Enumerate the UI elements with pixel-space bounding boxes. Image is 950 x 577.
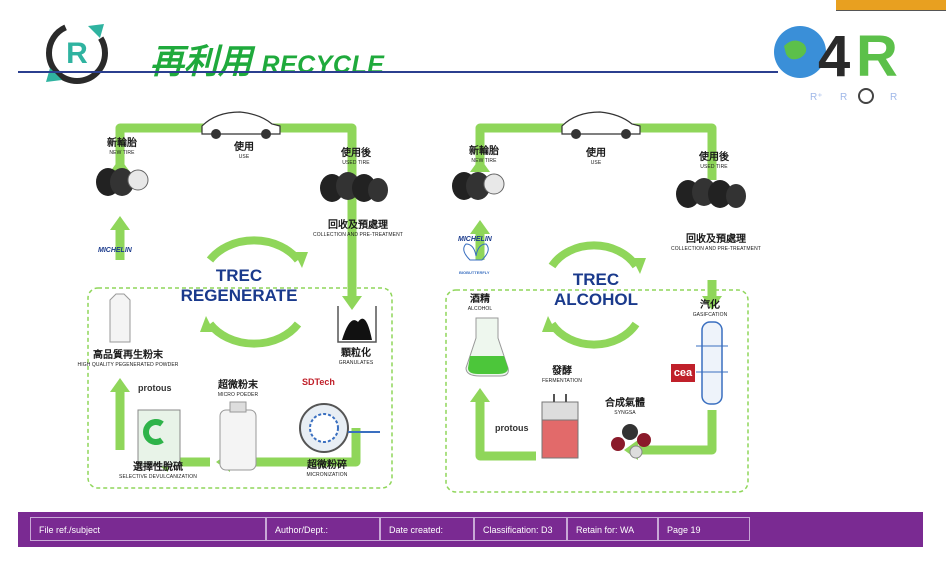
center-line-1: TREC xyxy=(215,266,263,285)
syngas-molecules-icon xyxy=(611,424,651,459)
footer-author: Author/Dept.: xyxy=(266,517,380,541)
gasifier-icon xyxy=(696,321,728,405)
footer-classification: Classification: D3 xyxy=(474,517,567,541)
alc-cea-logo: cea xyxy=(671,364,695,382)
regenerate-dashed-box xyxy=(87,287,393,489)
alcohol-diagram xyxy=(445,111,749,493)
svg-text:R: R xyxy=(66,37,88,70)
center-line-1: TREC xyxy=(572,270,620,289)
alc-biobutterfly-logo: BIOBUTTERFLY xyxy=(459,270,490,275)
new-tire-icon xyxy=(96,168,149,196)
footer-retain: Retain for: WA xyxy=(567,517,658,541)
down-arrow xyxy=(342,296,362,310)
title-en: RECYCLE xyxy=(261,51,385,79)
footer-page: Page 19 xyxy=(658,517,750,541)
top-loop-arrow xyxy=(115,123,357,210)
footer-date-created: Date created: xyxy=(380,517,474,541)
alcohol-flask-icon xyxy=(465,317,509,377)
svg-text:R: R xyxy=(856,24,898,89)
cycle-arrow-top xyxy=(206,236,302,263)
recycle-r-logo-icon: R xyxy=(40,16,114,90)
center-line-2: REGENERATE xyxy=(180,286,298,305)
cycle-arrow-bottom xyxy=(206,321,302,348)
regen-michelin-logo: MICHELIN xyxy=(98,247,132,254)
hq-powder-bottle-icon xyxy=(109,293,131,343)
4r-globe-logo-icon: 4 R R⁺ R R xyxy=(770,18,930,110)
regenerate-diagram xyxy=(87,111,393,489)
regen-sdtech-logo: SDTech xyxy=(302,377,335,387)
used-tires-icon xyxy=(320,172,388,202)
new-tire-icon xyxy=(452,172,505,200)
center-line-2: ALCOHOL xyxy=(553,290,639,309)
svg-text:R: R xyxy=(890,92,897,103)
alc-michelin-logo: MICHELIN xyxy=(458,236,492,243)
page-title: 再利用 RECYCLE xyxy=(150,34,384,83)
corner-tag xyxy=(836,0,946,11)
footer-file-ref: File ref./subject xyxy=(30,517,266,541)
alcohol-center-label: TREC ALCOHOL xyxy=(554,270,638,310)
granulates-icon xyxy=(337,306,377,343)
car-icon xyxy=(561,111,641,139)
regen-protous-logo: protous xyxy=(138,383,172,393)
alcohol-dashed-box xyxy=(445,289,749,493)
butterfly-icon xyxy=(463,243,489,261)
micronization-icon xyxy=(299,403,380,453)
svg-text:R: R xyxy=(840,92,847,103)
car-icon xyxy=(201,111,281,139)
alc-protous-logo: protous xyxy=(495,423,529,433)
header-rule xyxy=(18,71,778,73)
micropowder-bottle-icon xyxy=(219,401,257,471)
svg-text:4: 4 xyxy=(818,24,850,89)
regenerate-center-label: TREC REGENERATE xyxy=(181,266,298,306)
title-zh: 再利用 xyxy=(150,43,252,81)
selective-devulcanization-icon xyxy=(137,409,181,467)
svg-text:R⁺: R⁺ xyxy=(810,92,823,103)
fermenter-icon xyxy=(541,394,579,459)
used-tires-icon xyxy=(676,178,746,208)
